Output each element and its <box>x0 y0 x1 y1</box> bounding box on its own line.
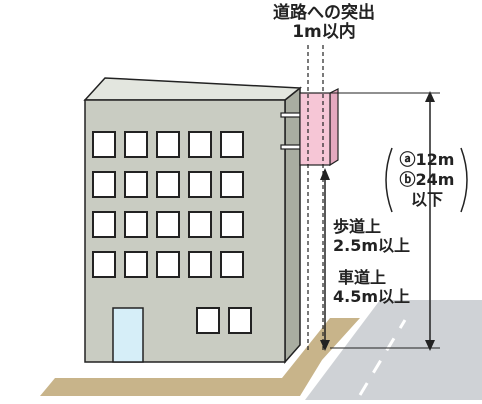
window-r1-c4 <box>188 131 212 158</box>
window-r1-c1 <box>92 131 116 158</box>
window-r4-c3 <box>156 251 180 278</box>
window-r3-c1 <box>92 211 116 238</box>
window-r3-c4 <box>188 211 212 238</box>
window-r2-c1 <box>92 171 116 198</box>
height-arrow-bottom <box>425 340 435 351</box>
projecting-sign-side <box>329 88 339 167</box>
window-r2-c3 <box>156 171 180 198</box>
ground-window-1 <box>196 307 220 334</box>
window-grid <box>92 131 244 278</box>
sidewalk-clearance-line1: 歩道上 <box>333 217 382 236</box>
road <box>305 300 482 400</box>
ground-window-2 <box>228 307 252 334</box>
window-r3-c2 <box>124 211 148 238</box>
window-r1-c2 <box>124 131 148 158</box>
window-r4-c2 <box>124 251 148 278</box>
window-r2-c5 <box>220 171 244 198</box>
building-roof <box>83 77 303 101</box>
building-side <box>284 86 301 364</box>
window-r4-c4 <box>188 251 212 278</box>
window-r1-c3 <box>156 131 180 158</box>
window-r3-c3 <box>156 211 180 238</box>
entrance-door <box>112 307 144 363</box>
protrusion-label-line2: 1m以内 <box>292 22 356 42</box>
window-r3-c5 <box>220 211 244 238</box>
height-label-below: 以下 <box>410 190 443 209</box>
roadway-clearance-line1: 車道上 <box>338 268 387 287</box>
protrusion-label-line1: 道路への突出 <box>273 3 375 23</box>
window-r2-c4 <box>188 171 212 198</box>
height-arrow-top <box>425 91 435 102</box>
height-label-b: ⓑ24m <box>399 170 455 189</box>
paren-right <box>460 147 468 213</box>
paren-left <box>385 147 393 213</box>
window-r4-c1 <box>92 251 116 278</box>
projecting-sign <box>299 92 331 166</box>
sidewalk-clearance-line2: 2.5m以上 <box>333 236 411 255</box>
sign-bracket-upper <box>280 112 301 118</box>
sign-bracket-lower <box>280 144 301 150</box>
clearance-arrow-bottom <box>320 340 330 351</box>
roadway-clearance-line2: 4.5m以上 <box>333 287 411 306</box>
window-r2-c2 <box>124 171 148 198</box>
height-label-a: ⓐ12m <box>399 150 455 169</box>
window-r1-c5 <box>220 131 244 158</box>
sidewalk <box>40 318 360 396</box>
clearance-arrow-top <box>320 168 330 180</box>
window-r4-c5 <box>220 251 244 278</box>
